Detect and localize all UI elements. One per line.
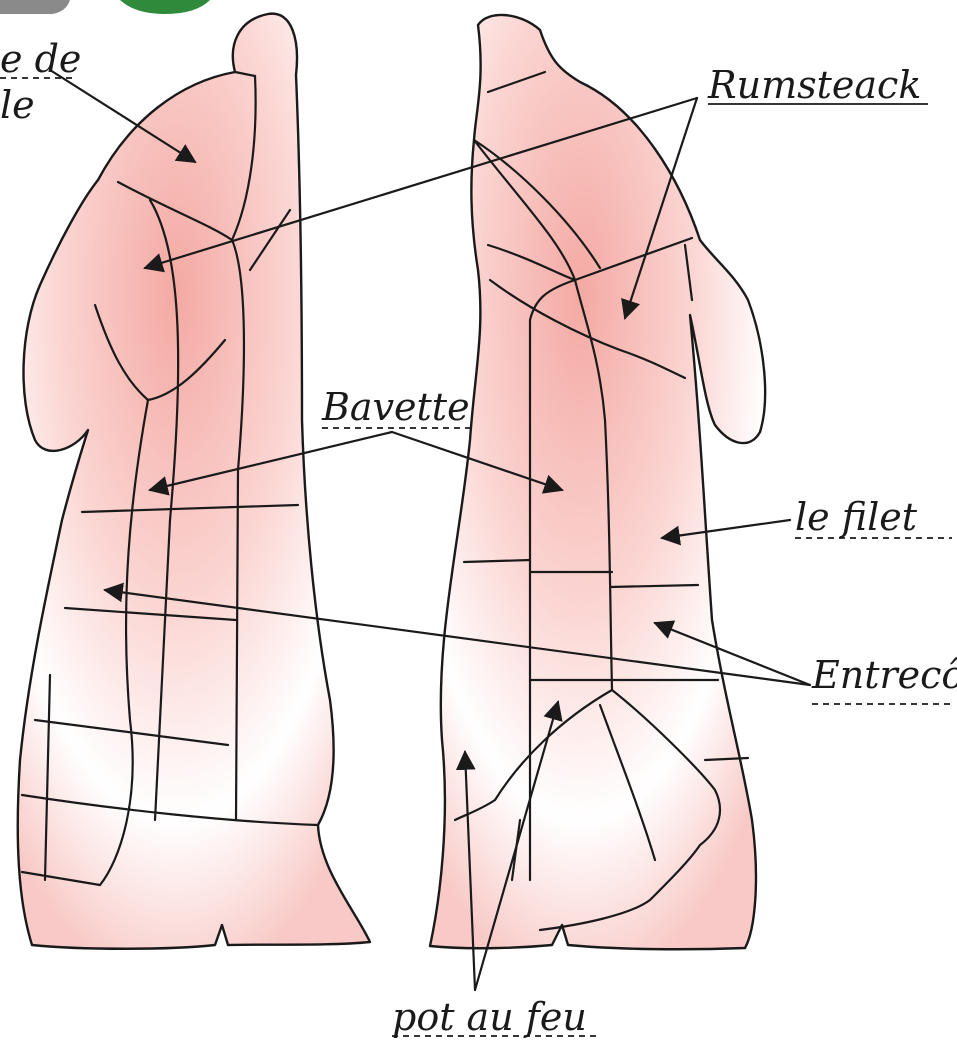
label-pot-au-feu: pot au feu <box>392 995 587 1039</box>
left-carcass-outline <box>18 14 370 949</box>
label-rumsteack: Rumsteack <box>707 63 921 107</box>
label-bavette: Bavette <box>321 385 470 429</box>
green-badge-corner <box>120 0 210 14</box>
gray-badge-corner <box>0 0 70 14</box>
label-top-left-line2: le <box>0 83 35 127</box>
right-carcass-half <box>430 15 765 949</box>
label-filet: le filet <box>795 495 918 539</box>
label-entrecote: Entrecôte <box>811 653 957 697</box>
label-top-left-line1: e de <box>0 37 81 81</box>
left-carcass-half <box>18 14 370 949</box>
